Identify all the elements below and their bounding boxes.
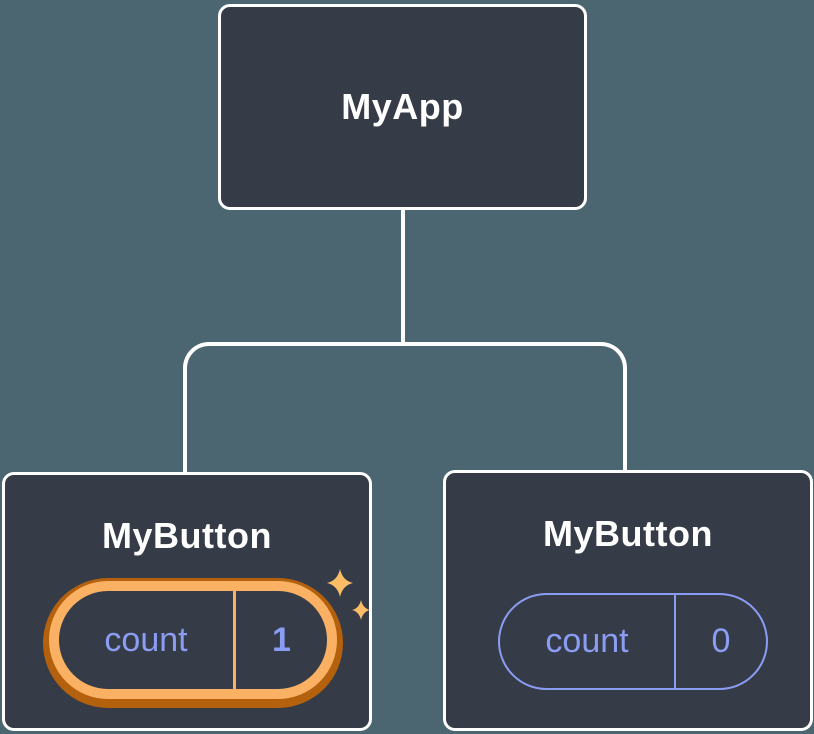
tree-node-mybutton-left: MyButton count 1 [2,472,372,731]
node-label-mybutton-left: MyButton [102,515,272,556]
connector-stem [401,210,405,344]
state-key: count [104,620,188,659]
node-label-myapp: MyApp [341,86,464,127]
node-label-mybutton-right: MyButton [543,513,713,554]
state-value: 1 [233,591,327,689]
tree-node-mybutton-right: MyButton count 0 [443,470,813,731]
state-pill-count-left: count 1 [49,581,337,699]
sparkle-icon [327,569,370,620]
state-key: count [545,622,629,660]
connector-bracket [183,342,627,472]
state-value: 0 [674,595,766,688]
state-pill-count-right: count 0 [498,593,768,690]
tree-node-myapp: MyApp [218,4,587,210]
